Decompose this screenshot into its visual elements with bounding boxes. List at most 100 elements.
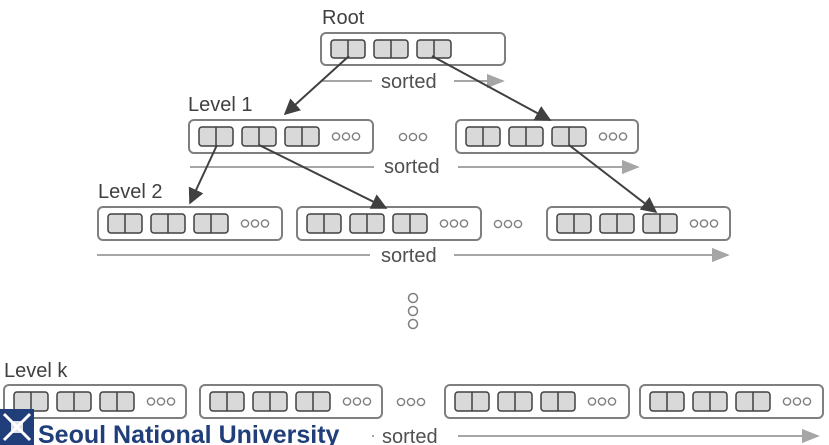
tree-node xyxy=(546,206,731,241)
levelk-label: Level k xyxy=(4,360,68,382)
ellipsis-dot xyxy=(587,397,597,406)
key-slot xyxy=(373,39,409,59)
key-slot xyxy=(556,213,592,234)
ellipsis-dot xyxy=(406,397,416,407)
emblem-icon xyxy=(0,409,34,445)
ellipsis-dot xyxy=(618,132,628,141)
sorted-label-levelk: sorted xyxy=(382,426,438,445)
ellipsis-dot xyxy=(398,132,408,142)
sorted-label-level1: sorted xyxy=(384,156,440,178)
key-slot xyxy=(392,213,428,234)
ellipsis-dot xyxy=(250,219,260,228)
key-slot xyxy=(649,391,685,412)
tree-node xyxy=(199,384,383,419)
key-slot xyxy=(241,126,277,147)
ellipsis-dot xyxy=(598,132,608,141)
key-slot xyxy=(330,39,366,59)
ellipsis-dot xyxy=(146,397,156,406)
pointer-arrow xyxy=(283,55,350,116)
key-slot xyxy=(465,126,501,147)
ellipsis-dot xyxy=(240,219,250,228)
ellipsis-dot xyxy=(351,132,361,141)
level1-label: Level 1 xyxy=(188,94,253,116)
key-slot xyxy=(99,391,135,412)
pointer-arrows xyxy=(188,55,658,213)
ellipsis-dot xyxy=(342,397,352,406)
key-slot xyxy=(508,126,544,147)
tree-node xyxy=(320,32,506,66)
key-slot xyxy=(349,213,385,234)
sorted-label-root: sorted xyxy=(381,71,437,93)
btree-nodes xyxy=(3,32,824,419)
ellipsis-group xyxy=(396,132,523,407)
university-logo: Seoul National University xyxy=(0,409,340,445)
key-slot xyxy=(252,391,288,412)
logo-text: Seoul National University xyxy=(38,421,340,445)
pointer-arrow xyxy=(568,144,658,213)
ellipsis-dot xyxy=(607,397,617,406)
key-slot xyxy=(107,213,143,234)
ellipsis-dot xyxy=(513,219,523,229)
vertical-ellipsis xyxy=(407,292,419,330)
sorted-label-level2: sorted xyxy=(381,245,437,267)
key-slot xyxy=(416,39,452,59)
key-slot xyxy=(198,126,234,147)
pointer-arrow xyxy=(258,144,388,209)
ellipsis-dot xyxy=(331,132,341,141)
key-slot xyxy=(599,213,635,234)
tree-node xyxy=(639,384,824,419)
ellipsis-dot xyxy=(782,397,792,406)
key-slot xyxy=(150,213,186,234)
pointer-arrow xyxy=(188,144,218,205)
ellipsis-dot xyxy=(608,132,618,141)
ellipsis-dot xyxy=(166,397,176,406)
key-slot xyxy=(306,213,342,234)
key-slot xyxy=(56,391,92,412)
key-slot xyxy=(551,126,587,147)
sorted-arrow-levelk: sorted xyxy=(372,426,820,445)
key-slot xyxy=(642,213,678,234)
level2-label: Level 2 xyxy=(98,181,163,203)
ellipsis-dot xyxy=(493,219,503,229)
ellipsis-dot xyxy=(802,397,812,406)
ellipsis-dot xyxy=(449,219,459,228)
root-label: Root xyxy=(322,7,365,29)
key-slot xyxy=(540,391,576,412)
ellipsis-dot xyxy=(709,219,719,228)
key-slot xyxy=(497,391,533,412)
key-slot xyxy=(284,126,320,147)
key-slot xyxy=(735,391,771,412)
key-slot xyxy=(13,391,49,412)
key-slot xyxy=(193,213,229,234)
tree-node xyxy=(188,119,374,154)
tree-node xyxy=(455,119,639,154)
key-slot xyxy=(454,391,490,412)
ellipsis-dot xyxy=(260,219,270,228)
sorted-arrow-level1: sorted xyxy=(190,156,640,178)
sorted-arrow-root: sorted xyxy=(322,71,505,93)
ellipsis-dot xyxy=(459,219,469,228)
ellipsis-dot xyxy=(156,397,166,406)
ellipsis-dot xyxy=(416,397,426,407)
key-slot xyxy=(295,391,331,412)
ellipsis-dot xyxy=(699,219,709,228)
ellipsis-dot xyxy=(396,397,406,407)
ellipsis-dot xyxy=(689,219,699,228)
tree-node xyxy=(296,206,482,241)
ellipsis-dot xyxy=(503,219,513,229)
tree-node xyxy=(97,206,283,241)
ellipsis-dot xyxy=(792,397,802,406)
ellipsis-dot xyxy=(597,397,607,406)
pointer-arrow xyxy=(431,55,552,121)
key-slot xyxy=(209,391,245,412)
ellipsis-dot xyxy=(362,397,372,406)
ellipsis-dot xyxy=(418,132,428,142)
sorted-arrow-level2: sorted xyxy=(97,245,730,267)
ellipsis-dot xyxy=(408,132,418,142)
ellipsis-dot xyxy=(341,132,351,141)
key-slot xyxy=(692,391,728,412)
tree-node xyxy=(444,384,630,419)
ellipsis-dot xyxy=(439,219,449,228)
ellipsis-dot xyxy=(352,397,362,406)
